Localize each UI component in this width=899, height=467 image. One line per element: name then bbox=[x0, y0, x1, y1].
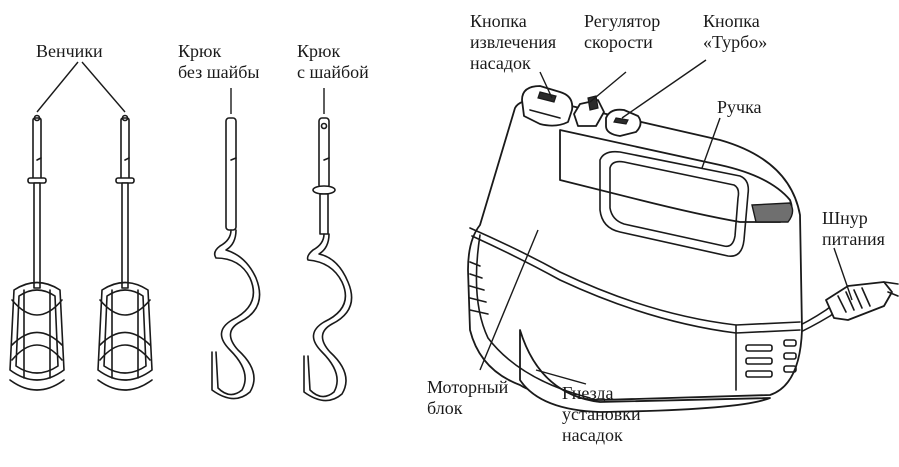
label-speed-2: скорости bbox=[584, 33, 653, 52]
leader-speed bbox=[590, 72, 626, 102]
label-turbo-2: «Турбо» bbox=[703, 33, 767, 52]
label-sockets-3: насадок bbox=[562, 426, 623, 445]
label-turbo-1: Кнопка bbox=[703, 12, 760, 31]
label-hook-washer-2: с шайбой bbox=[297, 63, 369, 82]
label-handle: Ручка bbox=[717, 98, 762, 117]
hook-with-washer bbox=[304, 118, 352, 401]
label-hook-washer-1: Крюк bbox=[297, 42, 340, 61]
label-cord-1: Шнур bbox=[822, 209, 868, 228]
leader-beaters-right bbox=[82, 62, 125, 112]
beater-right bbox=[98, 116, 152, 391]
label-motor-1: Моторный bbox=[427, 378, 508, 397]
label-hook-no-washer-2: без шайбы bbox=[178, 63, 259, 82]
label-cord-2: питания bbox=[822, 230, 885, 249]
hook-without-washer bbox=[212, 118, 260, 399]
leader-turbo bbox=[622, 60, 706, 118]
label-beaters: Венчики bbox=[36, 42, 103, 61]
label-motor-2: блок bbox=[427, 399, 462, 418]
beater-left bbox=[10, 116, 64, 391]
label-sockets-1: Гнезда bbox=[562, 384, 614, 403]
label-eject-3: насадок bbox=[470, 54, 531, 73]
leader-beaters-left bbox=[37, 62, 78, 112]
label-eject-2: извлечения bbox=[470, 33, 556, 52]
mixer-body bbox=[468, 86, 898, 412]
label-eject-1: Кнопка bbox=[470, 12, 527, 31]
label-sockets-2: установки bbox=[562, 405, 641, 424]
label-hook-no-washer-1: Крюк bbox=[178, 42, 221, 61]
label-speed-1: Регулятор bbox=[584, 12, 660, 31]
